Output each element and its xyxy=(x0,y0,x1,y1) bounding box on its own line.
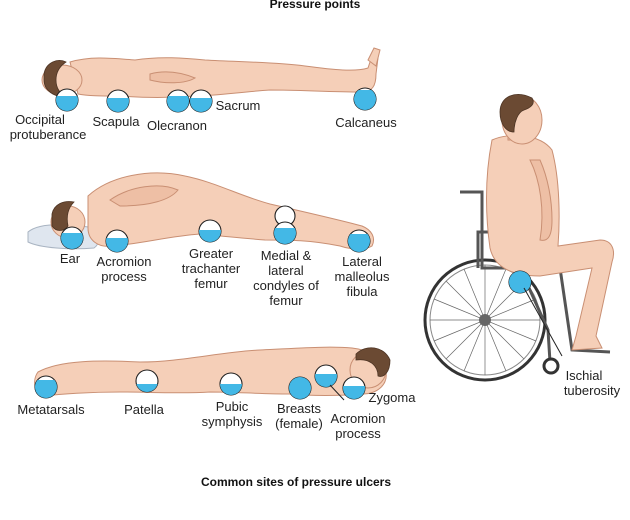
label-ischial-2: tuberosity xyxy=(564,383,621,398)
prone-pressure-points xyxy=(34,364,366,400)
diagram-title: Pressure points xyxy=(270,0,361,11)
ischial-leader xyxy=(523,287,563,357)
label-scapula: Scapula xyxy=(93,114,141,129)
diagram-caption: Common sites of pressure ulcers xyxy=(201,475,391,489)
label-sacrum: Sacrum xyxy=(216,98,261,113)
label-acromion-lat-1: Acromion xyxy=(97,254,152,269)
prone-figure xyxy=(34,346,391,397)
label-condyles-3: condyles of xyxy=(253,278,319,293)
label-breasts-1: Breasts xyxy=(277,401,322,416)
label-olecranon: Olecranon xyxy=(147,118,207,133)
label-patella: Patella xyxy=(124,402,165,417)
label-condyles-4: femur xyxy=(269,293,303,308)
label-breasts-2: (female) xyxy=(275,416,323,431)
label-pubic-2: symphysis xyxy=(202,414,263,429)
label-metatarsals: Metatarsals xyxy=(17,402,85,417)
label-condyles-1: Medial & xyxy=(261,248,312,263)
supine-figure xyxy=(41,47,381,98)
label-acromion-prone-2: process xyxy=(335,426,381,441)
label-trochanter-3: femur xyxy=(194,276,228,291)
label-calcaneus: Calcaneus xyxy=(335,115,397,130)
label-trochanter-1: Greater xyxy=(189,246,234,261)
supine-pressure-points xyxy=(55,87,377,113)
acromion-prone-leader xyxy=(329,384,345,401)
label-trochanter-2: trachanter xyxy=(182,261,241,276)
label-occipital-2: protuberance xyxy=(10,127,87,142)
label-malleolus-3: fibula xyxy=(346,284,378,299)
label-malleolus-1: Lateral xyxy=(342,254,382,269)
label-ear: Ear xyxy=(60,251,81,266)
label-zygoma: Zygoma xyxy=(369,390,417,405)
label-acromion-lat-2: process xyxy=(101,269,147,284)
label-ischial-1: Ischial xyxy=(566,368,603,383)
label-malleolus-2: malleolus xyxy=(335,269,390,284)
seated-figure xyxy=(486,94,614,351)
label-acromion-prone-1: Acromion xyxy=(331,411,386,426)
label-occipital-1: Occipital xyxy=(15,112,65,127)
label-pubic-1: Pubic xyxy=(216,399,249,414)
lateral-pressure-points xyxy=(60,205,371,253)
label-condyles-2: lateral xyxy=(268,263,304,278)
